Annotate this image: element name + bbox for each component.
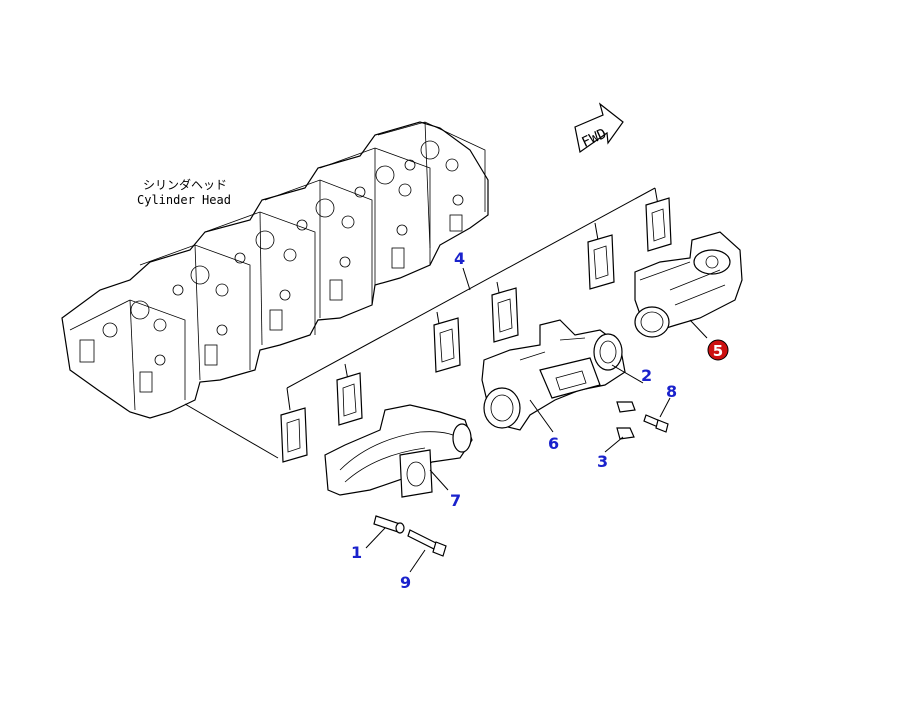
caption-japanese: シリンダヘッド [143, 177, 227, 192]
cylinder-head-assembly [61, 121, 489, 419]
callout-8: 8 [666, 382, 677, 401]
callout-leaders [365, 267, 708, 573]
callout-3: 3 [597, 452, 608, 471]
callout-labels: 1 2 3 4 5 6 7 8 9 [351, 249, 729, 592]
bolt-part-2 [616, 401, 636, 413]
fwd-arrow-marker: FWD [574, 102, 624, 154]
bolt-part-3 [616, 427, 635, 440]
callout-7: 7 [450, 491, 461, 510]
callout-5-highlighted: 5 [707, 339, 729, 361]
bolt-part-9 [407, 529, 447, 557]
front-exhaust-manifold [324, 404, 473, 498]
callout-2: 2 [641, 366, 652, 385]
middle-exhaust-manifold [481, 319, 626, 431]
gasket-set [280, 197, 672, 463]
gasket-group-bracket [184, 187, 659, 459]
bolt-part-8 [643, 414, 669, 433]
callout-1: 1 [351, 543, 362, 562]
cylinder-head-caption: シリンダヘッド Cylinder Head [137, 177, 231, 207]
callout-5-badge [707, 339, 729, 361]
callout-5: 5 [713, 342, 723, 360]
callout-9: 9 [400, 573, 411, 592]
callout-6: 6 [548, 434, 559, 453]
callout-4: 4 [454, 249, 465, 268]
rear-exhaust-manifold [634, 231, 743, 338]
sleeve-part-1 [373, 515, 405, 534]
caption-english: Cylinder Head [137, 193, 231, 207]
